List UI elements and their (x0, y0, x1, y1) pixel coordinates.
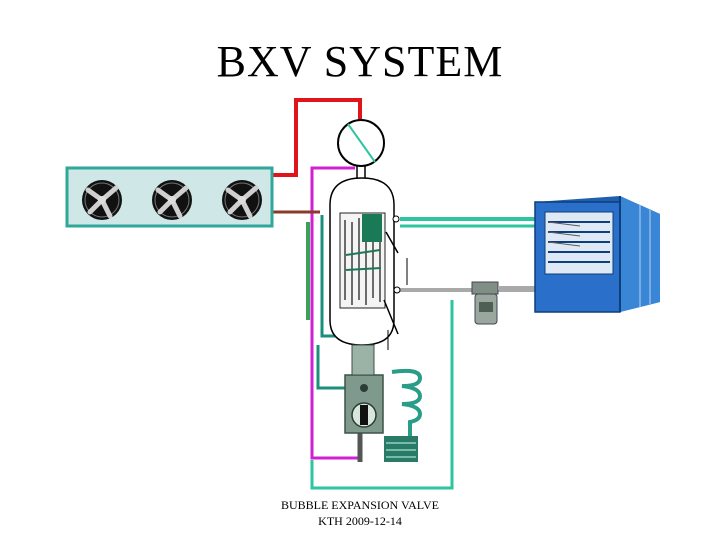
diagram-caption: BUBBLE EXPANSION VALVE KTH 2009-12-14 (200, 497, 520, 529)
fan-icon (152, 180, 192, 220)
separator-vessel-icon (329, 177, 408, 350)
fan-icon (222, 180, 262, 220)
suction-line (310, 166, 360, 460)
valve-bypass-line (316, 345, 345, 390)
page-title: BXV SYSTEM (216, 37, 504, 86)
air-handling-unit-icon (534, 196, 660, 313)
bubble-expansion-valve-icon (344, 344, 384, 434)
discharge-line (270, 98, 362, 177)
compressor-icon (337, 119, 385, 180)
caption-line-1: BUBBLE EXPANSION VALVE (280, 498, 440, 512)
caption-line-2: KTH 2009-12-14 (318, 514, 402, 528)
condenser-fan-unit-icon (65, 166, 274, 228)
heat-exchange-coil-icon (384, 368, 423, 462)
filter-drier-icon (471, 281, 535, 325)
fan-icon (82, 180, 122, 220)
liquid-return-loop (310, 300, 454, 490)
